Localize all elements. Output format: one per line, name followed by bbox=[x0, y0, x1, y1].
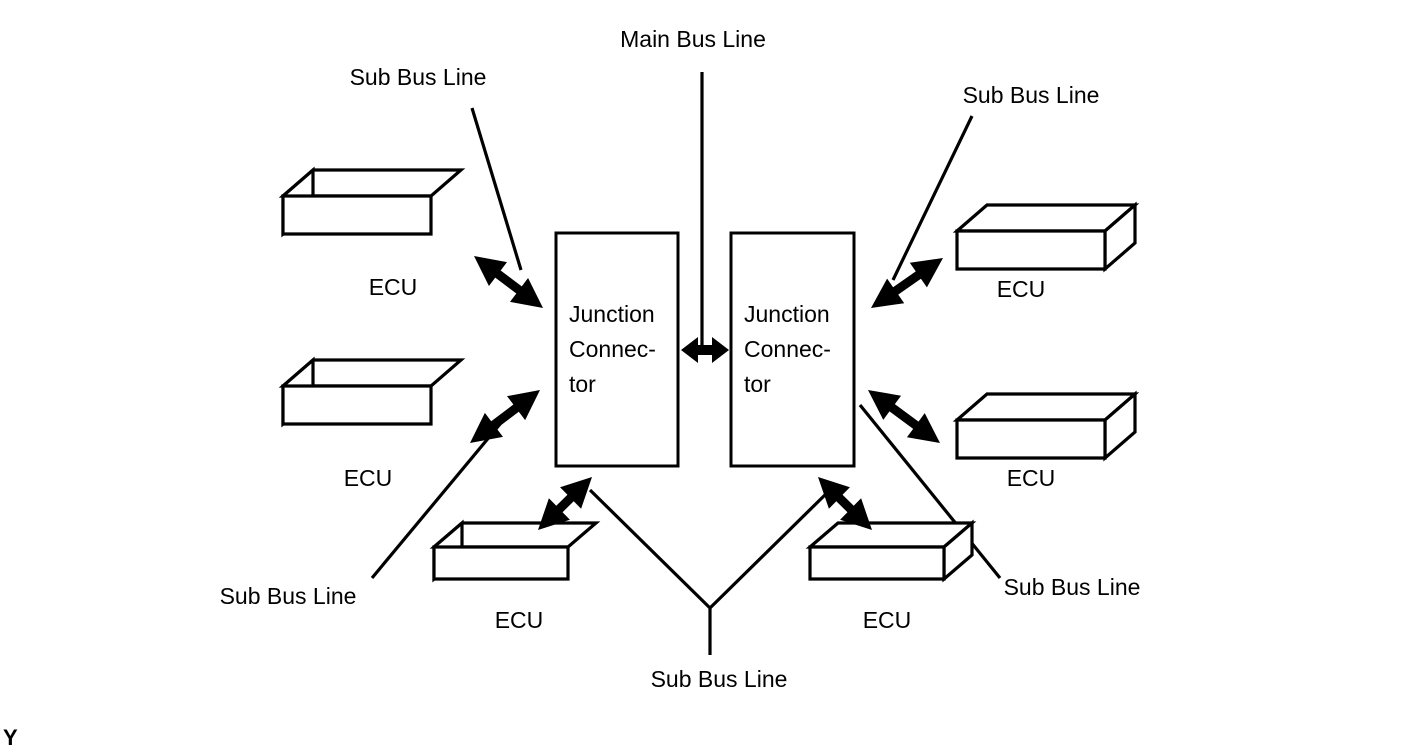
junction-connector-right-box[interactable] bbox=[729, 231, 856, 468]
junction-connector-right-line-2: tor bbox=[744, 371, 771, 397]
ecu-mid-right-front-face bbox=[955, 418, 1107, 460]
label-sub-bus-line-top-left: Sub Bus Line bbox=[350, 64, 487, 90]
label-sub-bus-line-bottom-left: Sub Bus Line bbox=[220, 583, 357, 609]
arrow-between-junctions bbox=[681, 337, 729, 363]
junction-connector-left-line-0: Junction bbox=[569, 301, 655, 327]
sub-bus-line-right-leader bbox=[858, 403, 1002, 580]
ecu-top-right bbox=[952, 201, 1140, 273]
ecu-bottom-left-front-face bbox=[432, 545, 570, 581]
label-sub-bus-line-bottom-center: Sub Bus Line bbox=[651, 666, 788, 692]
arrow-bottom-right-ecu-to-junction bbox=[818, 477, 872, 530]
arrow-top-left-ecu-to-junction bbox=[474, 256, 543, 308]
label-sub-bus-line-bottom-right: Sub Bus Line bbox=[1004, 574, 1141, 600]
connection-arrows-group bbox=[470, 256, 943, 530]
bus-lines-group bbox=[370, 72, 1002, 655]
sub-bus-line-top-right-leader bbox=[891, 115, 974, 281]
junction-connector-right-line-1: Connec- bbox=[744, 336, 831, 362]
junction-connector-left-line-2: tor bbox=[569, 371, 596, 397]
corner-mark-y: Y bbox=[3, 725, 18, 750]
ecu-top-left-label: ECU bbox=[369, 274, 418, 300]
ecu-bottom-right-label: ECU bbox=[863, 607, 912, 633]
ecu-top-left-front-face bbox=[281, 194, 433, 236]
arrow-mid-left-ecu-to-junction bbox=[470, 390, 540, 443]
ecu-top-right-label: ECU bbox=[997, 276, 1046, 302]
ecu-nodes-group: ECU ECU ECU ECU ECU ECU bbox=[278, 166, 1140, 633]
ecu-mid-right bbox=[952, 390, 1140, 462]
ecu-mid-right-label: ECU bbox=[1007, 465, 1056, 491]
junction-connector-right-line-0: Junction bbox=[744, 301, 830, 327]
sub-bus-line-bottom-left-branch bbox=[588, 488, 712, 610]
ecu-top-left bbox=[278, 166, 466, 238]
ecu-bottom-left bbox=[429, 519, 601, 583]
junction-connector-left-line-1: Connec- bbox=[569, 336, 656, 362]
arrow-top-right-ecu-to-junction bbox=[871, 258, 943, 308]
ecu-top-right-front-face bbox=[955, 229, 1107, 271]
sub-bus-line-bottom-right-branch bbox=[708, 488, 832, 610]
ecu-bottom-right bbox=[805, 519, 977, 583]
ecu-mid-left bbox=[278, 356, 466, 428]
ecu-bottom-right-front-face bbox=[808, 545, 946, 581]
sub-bus-line-top-left-leader bbox=[470, 107, 523, 271]
label-main-bus-line: Main Bus Line bbox=[620, 26, 766, 52]
junction-connector-left-box[interactable] bbox=[554, 231, 680, 468]
ecu-bottom-left-label: ECU bbox=[495, 607, 544, 633]
ecu-mid-left-front-face bbox=[281, 384, 433, 426]
label-sub-bus-line-top-right: Sub Bus Line bbox=[963, 82, 1100, 108]
arrow-bottom-left-ecu-to-junction bbox=[538, 477, 592, 530]
arrow-mid-right-ecu-to-junction bbox=[868, 390, 940, 443]
ecu-mid-left-label: ECU bbox=[344, 465, 393, 491]
